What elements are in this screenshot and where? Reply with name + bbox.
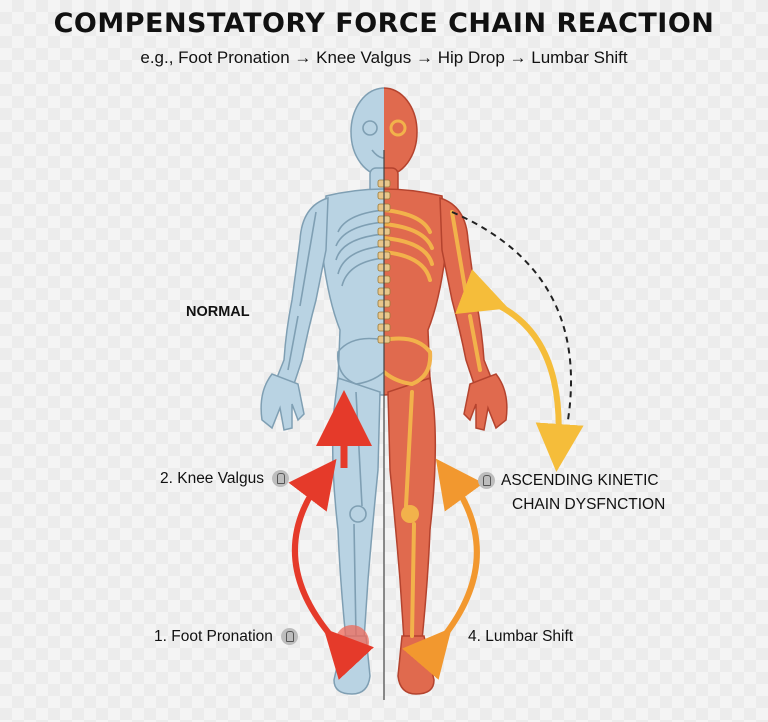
label-knee-valgus: 2. Knee Valgus: [160, 470, 289, 488]
label-ascending-line1: ASCENDING KINETIC: [501, 472, 659, 489]
label-ascending: ASCENDING KINETIC: [478, 472, 659, 490]
joint-icon: [478, 472, 495, 489]
label-lumbar-shift: 4. Lumbar Shift: [468, 628, 573, 646]
joint-icon: [272, 470, 289, 487]
red-chain-arrow: [295, 478, 340, 646]
label-foot-pronation-text: 1. Foot Pronation: [154, 628, 273, 645]
label-foot-pronation: 1. Foot Pronation: [154, 628, 298, 646]
joint-icon: [281, 628, 298, 645]
label-knee-valgus-text: 2. Knee Valgus: [160, 470, 264, 487]
label-ascending-line2: CHAIN DYSFNCTION: [512, 496, 665, 514]
orange-chain-arrow: [436, 478, 477, 646]
label-normal: NORMAL: [186, 304, 250, 320]
